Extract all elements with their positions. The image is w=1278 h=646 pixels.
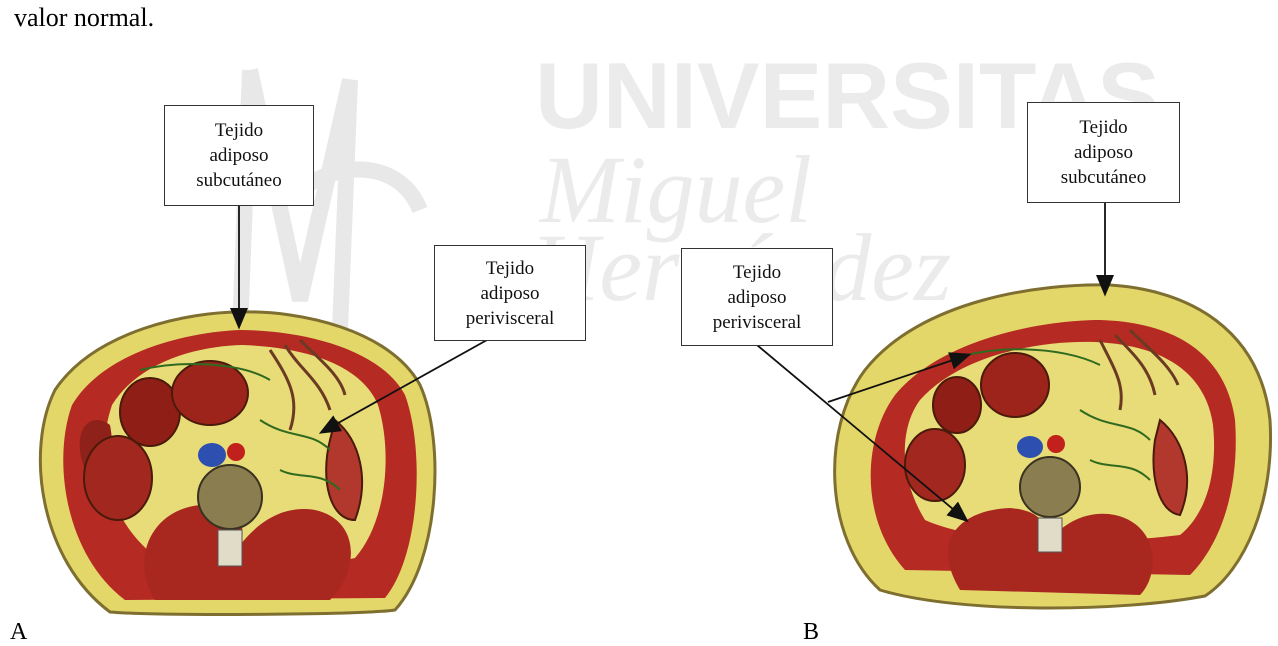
callout-line: subcutáneo [1028,165,1179,190]
callout-a-subcutaneous: Tejido adiposo subcutáneo [164,105,314,206]
callout-b-perivisceral: Tejido adiposo perivisceral [681,248,833,346]
callout-line: Tejido [165,118,313,143]
callout-line: Tejido [1028,115,1179,140]
panel-label-a: A [10,620,27,644]
callout-line: adiposo [435,281,585,306]
callout-line: adiposo [682,285,832,310]
callout-line: perivisceral [435,306,585,331]
cross-section-b [835,285,1271,608]
panel-label-b: B [803,620,819,644]
callout-b-subcutaneous: Tejido adiposo subcutáneo [1027,102,1180,203]
callout-line: perivisceral [682,310,832,335]
callout-line: Tejido [682,260,832,285]
cross-section-a [40,312,435,615]
callout-a-perivisceral: Tejido adiposo perivisceral [434,245,586,341]
callout-line: adiposo [165,143,313,168]
callout-line: Tejido [435,256,585,281]
callout-line: adiposo [1028,140,1179,165]
callout-line: subcutáneo [165,168,313,193]
